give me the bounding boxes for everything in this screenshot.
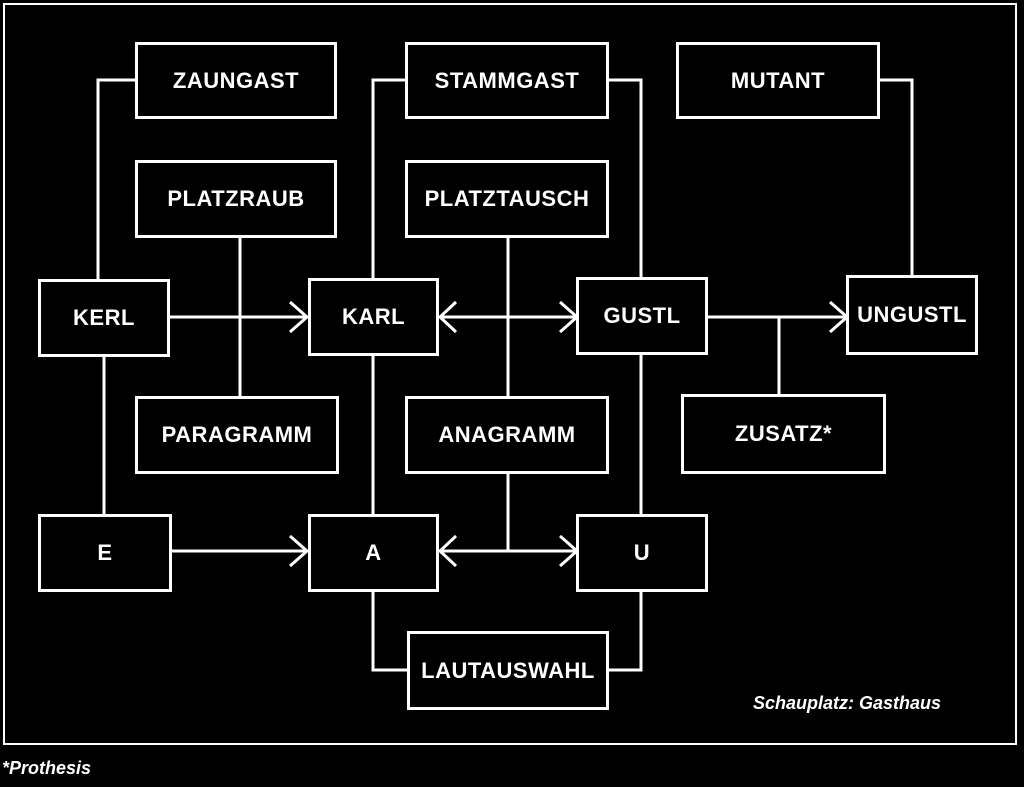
- node-anagramm: ANAGRAMM: [405, 396, 609, 474]
- node-mutant: MUTANT: [676, 42, 880, 119]
- node-zaungast: ZAUNGAST: [135, 42, 337, 119]
- node-a: A: [308, 514, 439, 592]
- footnote-caption: *Prothesis: [2, 758, 92, 778]
- node-karl: KARL: [308, 278, 439, 356]
- node-platztausch: PLATZTAUSCH: [405, 160, 609, 238]
- node-kerl: KERL: [38, 279, 170, 357]
- connector-u-lautauswahl: [607, 590, 643, 672]
- node-lautauswahl: LAUTAUSWAHL: [407, 631, 609, 710]
- setting-caption: Schauplatz: Gasthaus: [753, 693, 942, 713]
- connector-stammgast-gustl: [608, 78, 643, 278]
- node-platzraub: PLATZRAUB: [135, 160, 337, 238]
- node-paragramm: PARAGRAMM: [135, 396, 339, 474]
- connector-mutant-ungustl: [878, 78, 914, 276]
- connector-stammgast-karl: [371, 78, 407, 280]
- node-u: U: [576, 514, 708, 592]
- arrowhead-a-left: [437, 534, 458, 568]
- node-stammgast: STAMMGAST: [405, 42, 609, 119]
- connector-a-lautauswahl: [371, 590, 409, 672]
- node-e: E: [38, 514, 172, 592]
- diagram-frame: [3, 3, 1017, 745]
- arrowhead-e-a: [289, 534, 310, 568]
- connector-zaungast-kerl: [96, 78, 137, 280]
- node-zusatz: ZUSATZ*: [681, 394, 886, 474]
- arrowhead-kerl-karl: [289, 300, 310, 334]
- node-ungustl: UNGUSTL: [846, 275, 978, 355]
- arrowhead-karl-left: [437, 300, 458, 334]
- node-gustl: GUSTL: [576, 277, 708, 355]
